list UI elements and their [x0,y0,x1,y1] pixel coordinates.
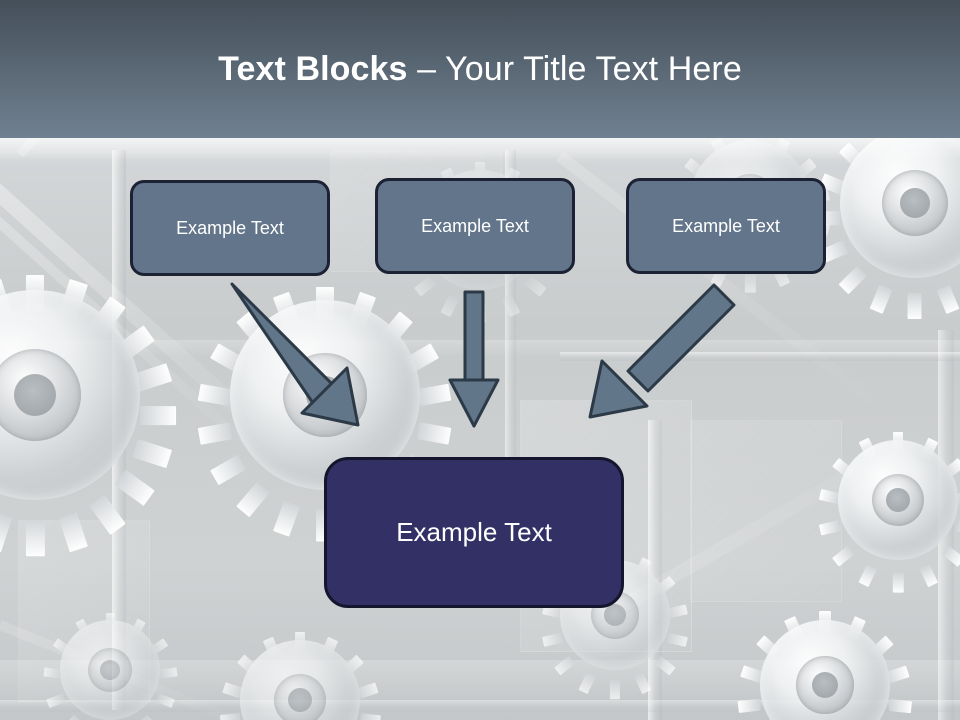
text-block-result[interactable]: Example Text [324,457,624,608]
page-title-regular: – Your Title Text Here [407,50,742,88]
text-block-result-label: Example Text [396,517,552,547]
arrow-right-diagonal-icon [588,283,736,419]
text-block-1-label: Example Text [176,217,284,238]
page-title: Text Blocks – Your Title Text Here [0,47,960,91]
text-block-2-label: Example Text [421,215,529,236]
text-block-1[interactable]: Example Text [130,180,330,276]
title-underband [0,138,960,158]
arrow-middle-vertical-icon [448,290,500,428]
title-bar: Text Blocks – Your Title Text Here [0,0,960,138]
page-title-bold: Text Blocks [218,50,408,88]
text-block-2[interactable]: Example Text [375,178,575,274]
text-block-3[interactable]: Example Text [626,178,826,274]
arrow-left-diagonal-icon [230,282,360,427]
text-block-3-label: Example Text [672,215,780,236]
